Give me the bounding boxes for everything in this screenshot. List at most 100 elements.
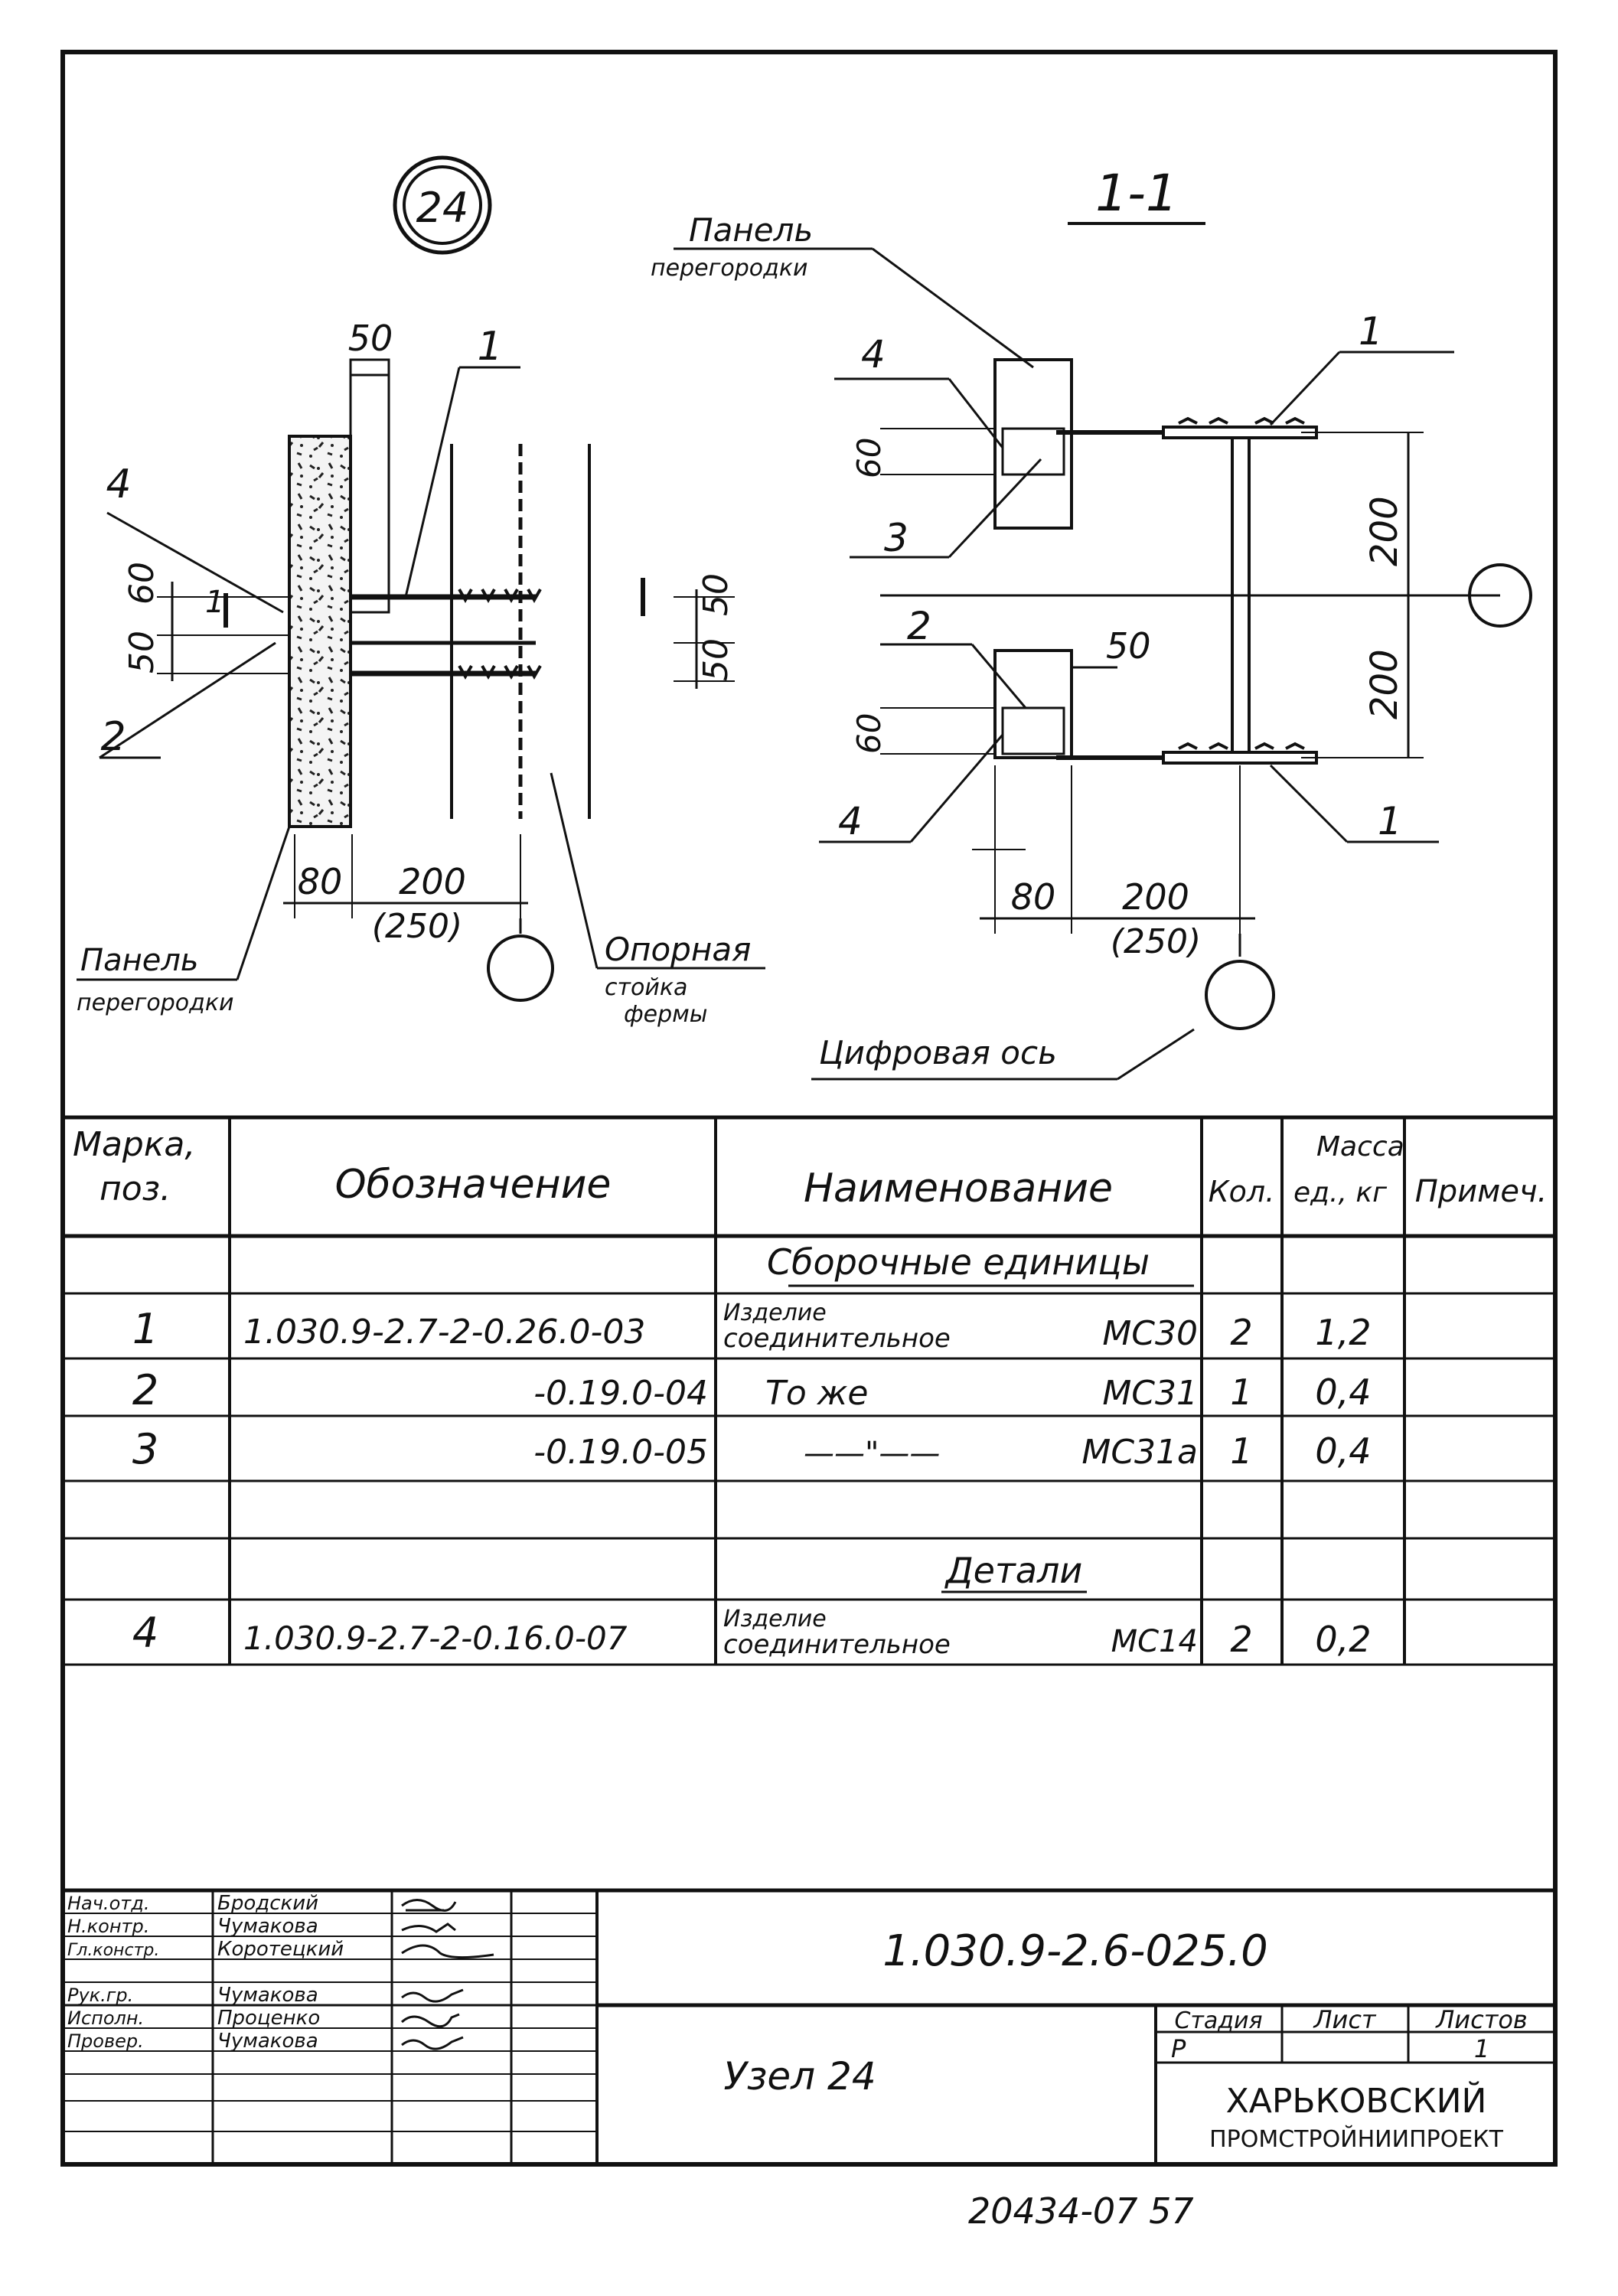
svg-text:(250): (250) xyxy=(372,907,462,946)
svg-text:перегородки: перегородки xyxy=(651,255,807,282)
svg-text:60: 60 xyxy=(122,562,161,605)
section-title: 1-1 xyxy=(1095,164,1178,223)
row3-qty: 1 xyxy=(1230,1430,1252,1472)
svg-text:1: 1 xyxy=(1378,799,1402,843)
row4-designation: 1.030.9-2.7-2-0.16.0-07 xyxy=(243,1619,628,1657)
header-name: Наименование xyxy=(804,1166,1113,1212)
role-4: Рук.гр. xyxy=(67,1985,133,2006)
role-5: Исполн. xyxy=(67,2007,144,2029)
row3-mass: 0,4 xyxy=(1315,1430,1371,1472)
role-3: Гл.констр. xyxy=(67,1941,159,1960)
row4-mark: 4 xyxy=(132,1609,158,1657)
svg-text:перегородки: перегородки xyxy=(77,990,233,1016)
svg-text:200: 200 xyxy=(399,861,466,902)
row4-code: МС14 xyxy=(1111,1624,1198,1659)
row2-name: То же xyxy=(765,1374,869,1413)
svg-text:ед., кг: ед., кг xyxy=(1293,1177,1388,1208)
org-name-2: ПРОМСТРОЙНИИПРОЕКТ xyxy=(1209,2125,1504,2153)
svg-text:1: 1 xyxy=(1359,309,1383,354)
stage-value: Р xyxy=(1171,2034,1186,2063)
row1-code: МС30 xyxy=(1102,1314,1198,1353)
row1-mark: 1 xyxy=(132,1305,158,1353)
name-2: Чумакова xyxy=(217,1915,318,1938)
svg-text:3: 3 xyxy=(884,516,908,560)
svg-text:80: 80 xyxy=(1011,876,1056,918)
svg-text:Цифровая ось: Цифровая ось xyxy=(819,1034,1057,1071)
row2-code: МС31 xyxy=(1102,1374,1198,1413)
row4-mass: 0,2 xyxy=(1315,1619,1371,1660)
row3-designation: -0.19.0-05 xyxy=(533,1433,708,1472)
partition-panel-left xyxy=(288,435,352,828)
role-1: Нач.отд. xyxy=(67,1893,149,1914)
svg-text:200: 200 xyxy=(1363,649,1406,719)
sheets-value: 1 xyxy=(1474,2034,1489,2063)
name-1: Бродский xyxy=(217,1892,318,1915)
svg-text:50: 50 xyxy=(348,318,393,359)
name-3: Коротецкий xyxy=(217,1938,344,1961)
doc-number: 1.030.9-2.6-025.0 xyxy=(882,1926,1268,1976)
svg-text:80: 80 xyxy=(298,861,343,902)
svg-text:1: 1 xyxy=(477,324,502,370)
svg-text:50: 50 xyxy=(696,638,736,681)
row2-mark: 2 xyxy=(132,1366,158,1414)
svg-text:60: 60 xyxy=(850,438,888,478)
svg-text:поз.: поз. xyxy=(99,1169,171,1208)
svg-text:2: 2 xyxy=(907,604,931,648)
header-note: Примеч. xyxy=(1415,1174,1548,1209)
svg-text:200: 200 xyxy=(1363,496,1406,566)
row1-designation: 1.030.9-2.7-2-0.26.0-03 xyxy=(243,1313,645,1352)
row2-designation: -0.19.0-04 xyxy=(533,1374,708,1413)
title-block: Нач.отд. Бродский Н.контр. Чумакова Гл.к… xyxy=(63,1888,1555,2164)
svg-text:4: 4 xyxy=(838,799,863,843)
svg-text:200: 200 xyxy=(1122,876,1189,918)
svg-text:50: 50 xyxy=(1106,625,1151,667)
row4-name-2: соединительное xyxy=(723,1629,951,1660)
svg-text:4: 4 xyxy=(106,461,131,507)
row4-qty: 2 xyxy=(1230,1619,1252,1660)
svg-text:50: 50 xyxy=(122,631,161,673)
section-parts: Детали xyxy=(944,1550,1083,1591)
svg-text:Опорная: Опорная xyxy=(605,931,751,968)
stage-header: Стадия xyxy=(1174,2007,1262,2034)
section-assembly: Сборочные единицы xyxy=(767,1241,1150,1283)
row3-name: ——"—— xyxy=(804,1436,940,1471)
row2-qty: 1 xyxy=(1230,1371,1252,1413)
header-mass: Масса xyxy=(1316,1131,1404,1163)
signatures xyxy=(400,1899,494,2050)
name-4: Чумакова xyxy=(217,1984,318,2007)
name-5: Проценко xyxy=(217,2007,320,2030)
section-1-1: 1-1 Панель перегородки 200 200 60 xyxy=(651,164,1532,1081)
footer-code: 20434-07 57 xyxy=(968,2190,1194,2232)
svg-text:60: 60 xyxy=(850,713,888,754)
svg-text:фермы: фермы xyxy=(624,1001,707,1028)
header-qty: Кол. xyxy=(1209,1175,1275,1208)
svg-text:(250): (250) xyxy=(1111,922,1201,961)
svg-text:Панель: Панель xyxy=(689,211,813,249)
row4-name-1: Изделие xyxy=(723,1606,827,1632)
left-detail: 24 50 1 4 60 50 1 xyxy=(77,155,765,1028)
node-number: 24 xyxy=(416,184,469,232)
svg-text:2: 2 xyxy=(100,714,126,760)
name-6: Чумакова xyxy=(217,2030,318,2053)
svg-text:4: 4 xyxy=(861,332,886,377)
svg-text:50: 50 xyxy=(696,573,736,616)
node-circle xyxy=(393,155,492,255)
row3-mark: 3 xyxy=(132,1425,158,1473)
row1-name-1: Изделие xyxy=(723,1300,827,1326)
row3-code: МС31а xyxy=(1081,1433,1198,1472)
svg-text:1: 1 xyxy=(205,585,224,620)
org-name-1: ХАРЬКОВСКИЙ xyxy=(1226,2080,1487,2121)
drawing-title: Узел 24 xyxy=(723,2054,876,2099)
sheet-header: Лист xyxy=(1313,2005,1376,2034)
svg-text:стойка: стойка xyxy=(605,974,687,1001)
role-6: Провер. xyxy=(67,2030,144,2052)
svg-text:Панель: Панель xyxy=(80,943,199,978)
row1-mass: 1,2 xyxy=(1315,1312,1371,1353)
row1-qty: 2 xyxy=(1230,1312,1252,1353)
row1-name-2: соединительное xyxy=(723,1323,951,1354)
role-2: Н.контр. xyxy=(67,1916,149,1937)
sheets-header: Листов xyxy=(1435,2005,1528,2034)
sheet-frame xyxy=(60,50,1558,2167)
row2-mass: 0,4 xyxy=(1315,1371,1371,1413)
